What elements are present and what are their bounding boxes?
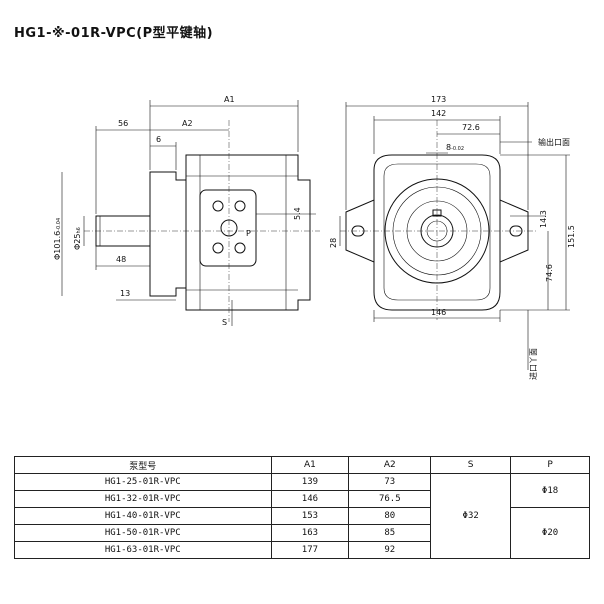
cell-model: HG1-32-01R-VPC bbox=[14, 490, 272, 508]
table-header-row: 泵型号 A1 A2 S P bbox=[14, 456, 590, 474]
port-hole-3 bbox=[212, 242, 224, 254]
header-a2: A2 bbox=[348, 456, 432, 474]
cell-a1: 163 bbox=[270, 524, 350, 542]
header-a1: A1 bbox=[270, 456, 350, 474]
cell-a2: 80 bbox=[348, 507, 432, 525]
dim-a1-label: A1 bbox=[224, 95, 235, 104]
cell-model: HG1-63-01R-VPC bbox=[14, 541, 272, 559]
front-body bbox=[373, 154, 501, 311]
table-row: HG1-25-01R-VPC 139 73 Φ32 Φ18 bbox=[14, 473, 590, 559]
cell-a1: 139 bbox=[270, 473, 350, 491]
cell-a2: 92 bbox=[348, 541, 432, 559]
label-outlet: 输出口面 bbox=[538, 137, 570, 147]
table-row: HG1-50-01R-VPC 163 85 bbox=[14, 524, 590, 542]
side-view: A1 56 A2 6 5.4 Φ25h6 Φ101.6-0.04 48 13 P… bbox=[53, 95, 320, 327]
front-view: 173 142 72.6 输出口面 8-0.02 28 14.3 151.5 7… bbox=[329, 95, 576, 380]
port-hole-4 bbox=[234, 242, 246, 254]
cell-a1: 146 bbox=[270, 490, 350, 508]
dim-28-label: 28 bbox=[329, 238, 338, 248]
dim-13-label: 13 bbox=[120, 289, 130, 298]
dim-14-3-label: 14.3 bbox=[539, 210, 548, 228]
label-p: P bbox=[246, 229, 251, 238]
cell-a2: 73 bbox=[348, 473, 432, 491]
dim-173-label: 173 bbox=[431, 95, 446, 104]
dim-72-6-label: 72.6 bbox=[462, 123, 480, 132]
cell-p-1: Φ18 bbox=[510, 473, 590, 508]
table-row: HG1-63-01R-VPC 177 92 bbox=[14, 541, 590, 559]
dim-phi25-label: Φ25h6 bbox=[73, 227, 82, 250]
dim-48-label: 48 bbox=[116, 255, 126, 264]
mount-flange bbox=[149, 171, 187, 297]
dim-5-4-label: 5.4 bbox=[293, 207, 302, 220]
cell-s: Φ32 bbox=[430, 473, 512, 559]
dim-a2-label: A2 bbox=[182, 119, 193, 128]
header-p: P bbox=[510, 456, 590, 474]
spec-table: 泵型号 A1 A2 S P HG1-25-01R-VPC 139 73 Φ32 … bbox=[14, 456, 590, 559]
cell-model: HG1-25-01R-VPC bbox=[14, 473, 272, 491]
cell-model: HG1-50-01R-VPC bbox=[14, 524, 272, 542]
cell-a2: 85 bbox=[348, 524, 432, 542]
port-hole-2 bbox=[234, 200, 246, 212]
label-inlet: 进口丫面 bbox=[529, 348, 538, 380]
cell-a1: 153 bbox=[270, 507, 350, 525]
dim-74-6-label: 74.6 bbox=[545, 264, 554, 282]
dim-6-label: 6 bbox=[156, 135, 161, 144]
dim-phi101-label: Φ101.6-0.04 bbox=[53, 218, 62, 260]
dim-142-label: 142 bbox=[431, 109, 446, 118]
page-title: HG1-※-01R-VPC(P型平键轴) bbox=[14, 26, 214, 41]
header-s: S bbox=[430, 456, 512, 474]
dim-146-label: 146 bbox=[431, 308, 446, 317]
cell-model: HG1-40-01R-VPC bbox=[14, 507, 272, 525]
cell-a2: 76.5 bbox=[348, 490, 432, 508]
dim-56-label: 56 bbox=[118, 119, 128, 128]
label-s: S bbox=[222, 318, 227, 327]
port-plate bbox=[199, 189, 257, 267]
header-model: 泵型号 bbox=[14, 456, 272, 474]
dim-151-5-label: 151.5 bbox=[567, 225, 576, 248]
technical-drawing: A1 56 A2 6 5.4 Φ25h6 Φ101.6-0.04 48 13 P… bbox=[53, 95, 576, 380]
cell-a1: 177 bbox=[270, 541, 350, 559]
dim-8-label: 8-0.02 bbox=[446, 143, 464, 152]
pump-body bbox=[185, 154, 311, 311]
port-hole-1 bbox=[212, 200, 224, 212]
cell-p-2: Φ20 bbox=[510, 507, 590, 559]
